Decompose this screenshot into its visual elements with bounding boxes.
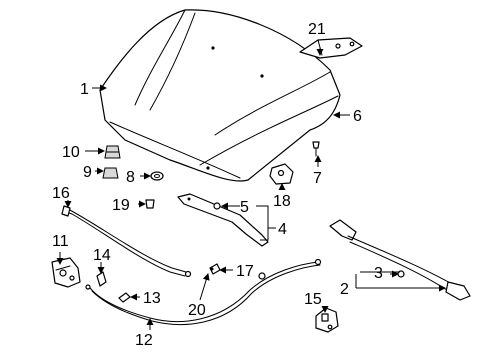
clip-13 — [118, 292, 131, 303]
hood-latch — [51, 257, 81, 288]
hood-hinge — [299, 37, 363, 59]
bolt-7 — [312, 141, 320, 157]
callout-19: 19 — [112, 197, 130, 214]
clip-14 — [85, 271, 107, 290]
callout-2: 2 — [340, 281, 349, 298]
callout-17: 17 — [236, 263, 254, 280]
callout-10: 10 — [62, 144, 80, 161]
callout-5: 5 — [240, 199, 249, 216]
lock-striker — [315, 307, 339, 333]
callout-11: 11 — [52, 233, 69, 250]
stopper-18 — [269, 163, 294, 185]
callout-6: 6 — [353, 108, 362, 125]
callout-18: 18 — [273, 193, 291, 210]
leader-lines — [56, 48, 446, 330]
release-cable — [61, 205, 192, 278]
callout-14: 14 — [93, 247, 111, 264]
clip-19 — [145, 199, 155, 209]
callout-15: 15 — [304, 291, 322, 308]
callout-4: 4 — [278, 221, 287, 238]
callout-13: 13 — [143, 290, 161, 307]
callout-9: 9 — [83, 164, 92, 181]
callout-7: 7 — [313, 170, 322, 187]
callout-12: 12 — [135, 332, 153, 349]
callout-8: 8 — [126, 169, 135, 186]
callout-16: 16 — [52, 185, 70, 202]
callout-1: 1 — [80, 81, 89, 98]
callout-21: 21 — [308, 21, 326, 38]
callout-20: 20 — [188, 302, 206, 319]
grommet-8 — [150, 171, 164, 181]
hood-support — [177, 193, 269, 247]
callout-labels: 1 2 3 4 5 6 7 8 9 10 11 12 13 14 15 16 1… — [52, 21, 383, 349]
hood-panel — [99, 9, 341, 182]
bumper-9 — [102, 167, 119, 179]
callout-3: 3 — [374, 265, 383, 282]
bumper-10 — [104, 145, 121, 159]
